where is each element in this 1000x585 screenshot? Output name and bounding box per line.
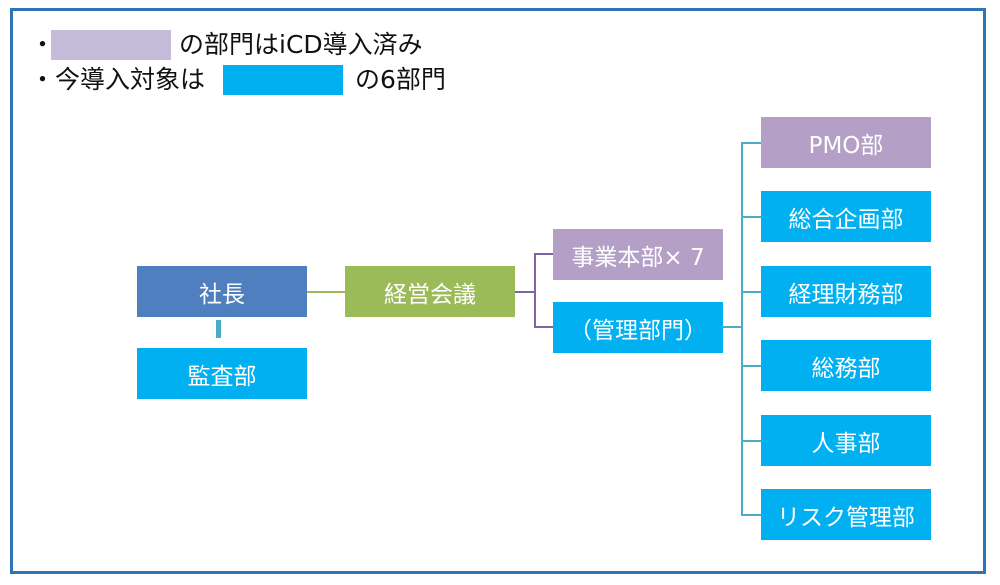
node-dept-general-affairs: 総務部 [761,340,931,391]
node-dept-label: 人事部 [811,430,881,457]
node-business: 事業本部× 7 [553,229,723,280]
bullet-marker: ・ [30,65,56,94]
legend-swatch-target [223,65,344,95]
bullet-text-target-suffix: の6部門 [355,65,446,94]
node-dept-risk-management: リスク管理部 [761,489,931,540]
node-audit-label: 監査部 [187,363,257,390]
bullet-line-icd-done: ・ の部門はiCD導入済み [30,27,423,61]
connector-to-management [534,326,553,328]
node-dept-pmo: PMO部 [761,117,931,168]
connector-departments-vertical [741,142,743,516]
node-dept-label: 経理財務部 [788,281,904,308]
legend-swatch-icd-done [51,30,172,60]
connector-dept-4 [741,365,761,367]
connector-management-branch [723,326,742,328]
node-dept-corporate-planning: 総合企画部 [761,191,931,242]
connector-dept-2 [741,216,761,218]
bullet-text-target: 今導入対象は [55,65,206,94]
connector-dept-1 [741,142,761,144]
connector-to-business [534,253,553,255]
node-dept-hr: 人事部 [761,415,931,466]
node-dept-accounting-finance: 経理財務部 [761,266,931,317]
bullet-line-target: ・今導入対象は の6部門 [30,62,446,96]
node-dept-label: PMO部 [808,132,884,159]
node-president: 社長 [137,266,307,317]
bullet-marker: ・ [30,30,56,59]
node-president-label: 社長 [199,281,245,308]
node-business-label: 事業本部× 7 [571,244,705,271]
node-council: 経営会議 [345,266,515,317]
connector-council-vertical [534,253,536,328]
connector-president-council [307,291,345,293]
bullet-text-icd-done: の部門はiCD導入済み [179,30,423,59]
connector-dept-6 [741,514,761,516]
node-dept-label: 総合企画部 [788,206,904,233]
slide-frame [10,8,986,574]
node-dept-label: リスク管理部 [777,504,915,531]
connector-dept-3 [741,291,761,293]
node-dept-label: 総務部 [811,355,881,382]
node-management: （管理部門） [553,302,723,353]
connector-president-audit [216,320,221,338]
node-management-label: （管理部門） [569,317,707,344]
connector-council-branch [515,291,535,293]
node-audit: 監査部 [137,348,307,399]
connector-dept-5 [741,440,761,442]
node-council-label: 経営会議 [384,281,476,308]
